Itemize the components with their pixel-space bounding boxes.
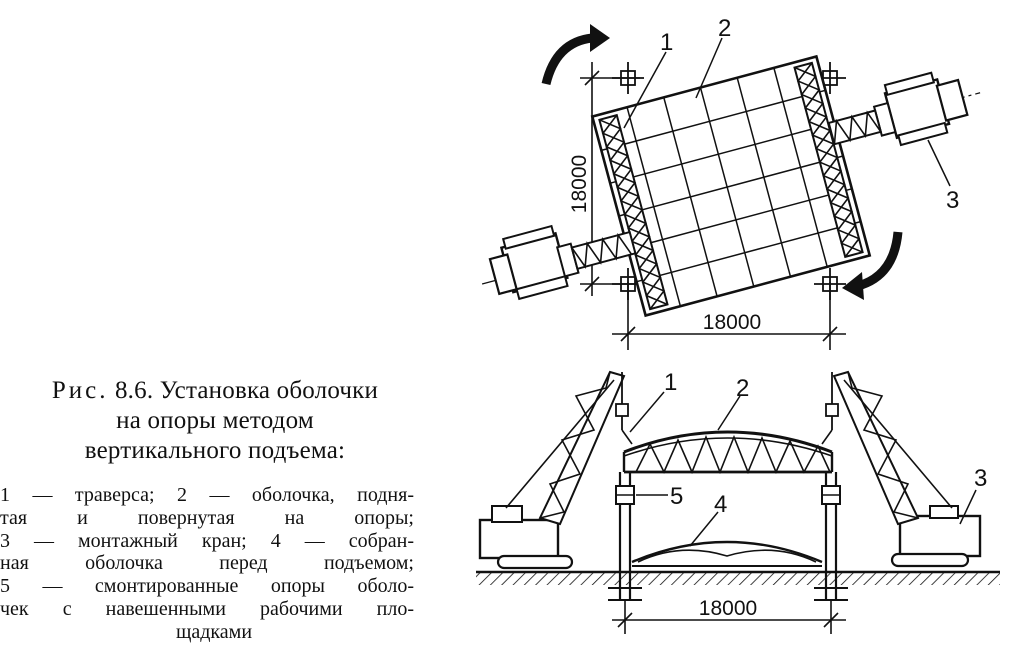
- caption-title-3: вертикального подъема:: [84, 437, 346, 464]
- support-marker-bottom-right: [814, 268, 846, 300]
- caption-title-2: на опоры методом: [116, 407, 314, 434]
- elevation-dimension: [612, 600, 846, 634]
- elev-label-1: 1: [664, 369, 677, 396]
- caption-title-1: Установка оболочки: [159, 377, 379, 404]
- elev-leader-4: [689, 511, 719, 547]
- plan-leader-1: [623, 51, 667, 129]
- legend-line-1: 1 — траверса; 2 — оболочка, подня-: [0, 484, 414, 506]
- plan-support-markers: [612, 62, 846, 300]
- plan-label-3: 3: [946, 187, 959, 214]
- caption-fig-word: Рис.: [51, 377, 109, 404]
- elev-leader-1: [629, 391, 665, 433]
- elevation-support-right: [814, 472, 848, 601]
- rotation-arrow-bottom: [842, 231, 903, 300]
- caption-legend: 1 — траверса; 2 — оболочка, подня- тая и…: [0, 484, 414, 644]
- plan-edge-truss-left: [598, 113, 669, 311]
- legend-line-7: щадками: [175, 620, 253, 643]
- legend-line-5: 5 — смонтированные опоры оболо-: [0, 575, 414, 598]
- elevation-crane-left: [478, 370, 629, 570]
- ground-line: [476, 570, 1000, 585]
- plan-dim-vertical-label: 18000: [568, 155, 591, 213]
- caption-title-line-1: Рис. 8.6. Установка оболочки: [0, 376, 430, 406]
- elev-label-4: 4: [714, 491, 727, 518]
- support-marker-top-left: [612, 62, 644, 94]
- plan-crane-right: [827, 71, 981, 147]
- plan-label-2: 2: [718, 15, 731, 42]
- caption-fig-number: 8.6.: [114, 377, 154, 404]
- plan-dim-horizontal-label: 18000: [703, 311, 761, 334]
- plan-view: 18000 18000: [481, 15, 981, 350]
- plan-crane-left: [481, 224, 637, 301]
- elev-label-5: 5: [670, 483, 683, 510]
- elev-leader-3: [959, 489, 977, 525]
- rotation-arrow-top: [541, 24, 610, 86]
- plan-label-1: 1: [660, 29, 673, 56]
- plan-edge-truss-right: [793, 61, 864, 259]
- elev-label-3: 3: [974, 465, 987, 492]
- elev-leader-2: [717, 395, 741, 431]
- plan-leader-3: [927, 139, 951, 187]
- plan-leader-2: [695, 37, 723, 99]
- legend-line-3: 3 — монтажный кран; 4 — собран-: [0, 529, 414, 552]
- elevation-crane-right: [825, 370, 982, 568]
- elevation-lifted-shell: [621, 429, 834, 475]
- plan-shell: [590, 54, 872, 318]
- elev-label-2: 2: [736, 375, 749, 402]
- elevation-view: 18000 1 2 3 4 5: [476, 369, 1000, 634]
- elevation-assembled-shell: [631, 540, 823, 567]
- elevation-dim-label: 18000: [699, 597, 757, 620]
- legend-line-6: чек с навешенными рабочими пло-: [0, 597, 414, 620]
- legend-line-4: ная оболочка перед подъемом;: [0, 552, 414, 575]
- figure-caption: Рис. 8.6. Установка оболочки на опоры ме…: [0, 376, 430, 466]
- legend-line-2: тая и повернутая на опоры;: [0, 506, 414, 529]
